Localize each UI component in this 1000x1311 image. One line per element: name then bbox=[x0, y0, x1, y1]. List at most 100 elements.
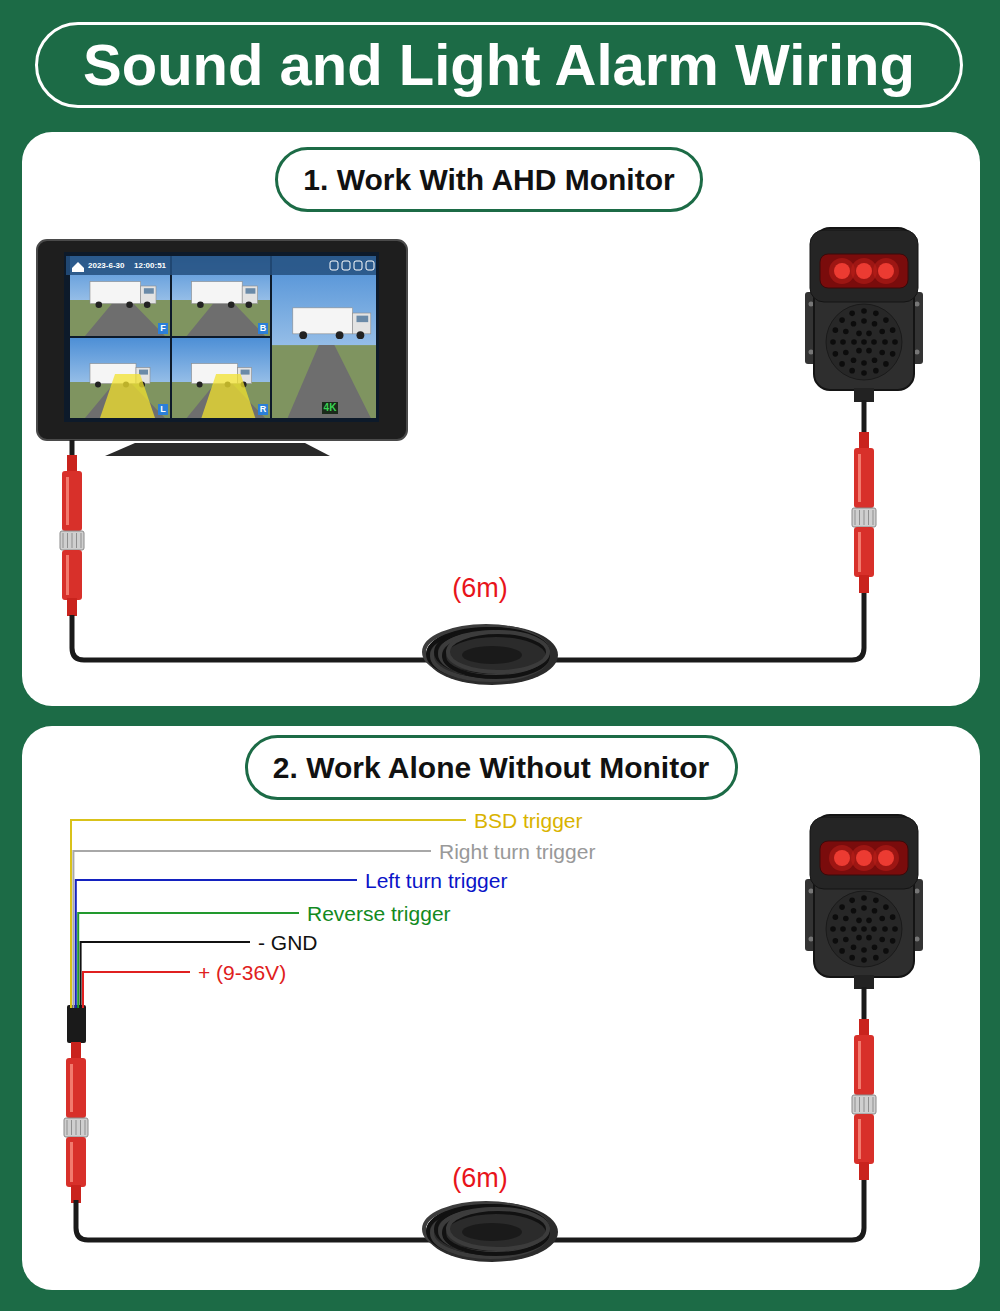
tile-sky bbox=[70, 338, 170, 418]
plug-strain bbox=[67, 455, 77, 473]
plug-body bbox=[62, 471, 82, 531]
tile-ground bbox=[172, 300, 270, 336]
red-light bbox=[878, 850, 894, 866]
grille-hole bbox=[883, 904, 889, 910]
grille-hole bbox=[843, 329, 849, 335]
nut-ridge bbox=[76, 1120, 77, 1135]
cable bbox=[862, 987, 867, 1021]
plug-shine bbox=[66, 555, 69, 595]
grille-hole bbox=[866, 935, 872, 941]
plug-body bbox=[66, 1058, 86, 1118]
cable-loop bbox=[440, 632, 548, 676]
red-light bbox=[878, 263, 894, 279]
grille-hole bbox=[883, 948, 889, 954]
plug-strain bbox=[859, 1162, 869, 1180]
cable-sheath bbox=[67, 1005, 86, 1043]
coil-hole bbox=[462, 1223, 522, 1241]
alarm-neck bbox=[854, 975, 874, 989]
grille-hole bbox=[890, 938, 896, 944]
nut-ridge bbox=[85, 1120, 86, 1135]
camera-tag: B bbox=[258, 323, 269, 334]
grille-hole bbox=[873, 311, 879, 317]
nut-ridge bbox=[855, 510, 856, 525]
cable-loop bbox=[428, 1206, 548, 1256]
grille-hole bbox=[851, 908, 857, 914]
monitor-body bbox=[37, 240, 407, 440]
truck-window bbox=[139, 370, 148, 375]
home-icon bbox=[72, 262, 84, 272]
screw-hole bbox=[809, 889, 814, 894]
red-light bbox=[834, 263, 850, 279]
screw-hole bbox=[809, 937, 814, 942]
grille-hole bbox=[839, 361, 845, 367]
title: Sound and Light Alarm Wiring bbox=[83, 36, 915, 94]
nut-ridge bbox=[859, 510, 860, 525]
grille-hole bbox=[851, 944, 857, 950]
plug-body bbox=[854, 448, 874, 508]
plug-strain bbox=[859, 432, 869, 450]
cable bbox=[862, 400, 867, 434]
grille-hole bbox=[861, 308, 867, 314]
tile-road bbox=[288, 345, 371, 418]
grille-hole bbox=[861, 318, 867, 324]
plug-strain bbox=[67, 598, 77, 616]
tile-ground bbox=[70, 300, 170, 336]
title-pill: Sound and Light Alarm Wiring bbox=[35, 22, 963, 108]
wire-label: Left turn trigger bbox=[365, 870, 507, 891]
grille-hole bbox=[833, 938, 839, 944]
light-window bbox=[820, 254, 908, 288]
grille-hole bbox=[866, 348, 872, 354]
cable-length: (6m) bbox=[452, 575, 508, 602]
truck-cab bbox=[353, 313, 371, 334]
grille-hole bbox=[890, 914, 896, 920]
grille-hole bbox=[879, 350, 885, 356]
signal-wire bbox=[83, 972, 190, 1008]
truck-wheel bbox=[197, 382, 203, 388]
grille-hole bbox=[830, 926, 836, 932]
truck-window bbox=[246, 288, 256, 294]
speaker-grille bbox=[826, 891, 902, 967]
plug-body bbox=[854, 1035, 874, 1095]
alarm-head bbox=[810, 230, 918, 302]
nut-ridge bbox=[63, 533, 64, 548]
grille-hole bbox=[873, 955, 879, 961]
grille-hole bbox=[851, 339, 857, 345]
grille-hole bbox=[840, 926, 846, 932]
grille-hole bbox=[873, 368, 879, 374]
cable-length: (6m) bbox=[452, 1165, 508, 1192]
light-glow bbox=[873, 845, 899, 871]
plug-shine bbox=[858, 1119, 861, 1159]
cable-loop bbox=[440, 1209, 548, 1253]
screw-hole bbox=[915, 937, 920, 942]
tile-road bbox=[187, 300, 265, 336]
nut-ridge bbox=[72, 533, 73, 548]
status-icon bbox=[330, 261, 338, 270]
nut-ridge bbox=[80, 1120, 81, 1135]
status-icon bbox=[354, 261, 362, 270]
grille-hole bbox=[873, 898, 879, 904]
grille-hole bbox=[892, 339, 898, 345]
grille-hole bbox=[866, 331, 872, 337]
screw-hole bbox=[915, 350, 920, 355]
grille-hole bbox=[871, 926, 877, 932]
nut-ridge bbox=[868, 510, 869, 525]
plug-nut bbox=[852, 508, 876, 527]
grille-hole bbox=[872, 944, 878, 950]
truck-wheel bbox=[336, 331, 344, 339]
grille-hole bbox=[839, 948, 845, 954]
grille-hole bbox=[856, 331, 862, 337]
plug-body bbox=[66, 1137, 86, 1187]
grille-hole bbox=[890, 351, 896, 357]
nut-ridge bbox=[855, 1097, 856, 1112]
grille-hole bbox=[856, 935, 862, 941]
grille-hole bbox=[879, 916, 885, 922]
nut-ridge bbox=[873, 1097, 874, 1112]
grille-hole bbox=[861, 339, 867, 345]
grille-hole bbox=[872, 908, 878, 914]
status-bar bbox=[66, 256, 376, 275]
red-light bbox=[856, 263, 872, 279]
nut-ridge bbox=[76, 533, 77, 548]
plug-nut bbox=[64, 1118, 88, 1137]
wire-label: - GND bbox=[258, 932, 318, 953]
plug-nut bbox=[852, 1095, 876, 1114]
